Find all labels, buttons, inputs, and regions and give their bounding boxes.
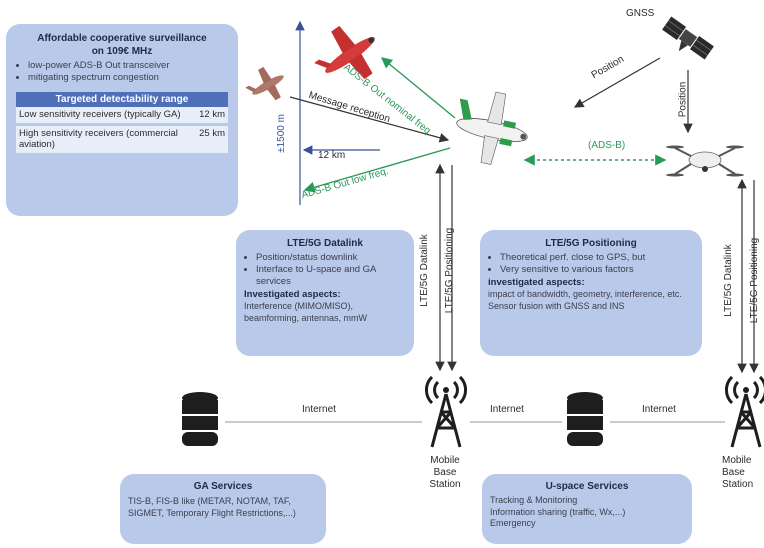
gnss-label: GNSS	[626, 8, 655, 19]
datalink-box: LTE/5G Datalink Position/status downlink…	[236, 230, 414, 356]
positioning-bullet: Very sensitive to various factors	[500, 264, 694, 276]
surveillance-bullet: low-power ADS-B Out transceiver	[28, 60, 228, 72]
brown-airplane-icon	[245, 66, 284, 101]
internet-label-2: Internet	[490, 404, 524, 415]
antenna-tower-icon-1	[425, 375, 467, 448]
lte-positioning-label-1: LTE/5G Positioning	[444, 227, 456, 314]
main-aircraft-icon	[456, 91, 528, 165]
datalink-aspects-title: Investigated aspects:	[244, 289, 341, 300]
datalink-bullet: Position/status downlink	[256, 252, 406, 264]
mobile-station-line: Base	[722, 467, 745, 478]
datalink-aspects-text: Interference (MIMO/MISO), beamforming, a…	[244, 301, 368, 323]
position-label-2: Position	[677, 81, 689, 118]
database-icon-uspace	[567, 392, 603, 446]
satellite-icon	[662, 16, 714, 60]
table-cell-label: Low sensitivity receivers (typically GA)	[16, 107, 197, 123]
adsb-nominal-arrow	[380, 57, 456, 119]
ga-services-text: TIS-B, FIS-B like (METAR, NOTAM, TAF, SI…	[128, 496, 296, 518]
datalink-title: LTE/5G Datalink	[287, 238, 363, 249]
mobile-station-label-2: Mobile Base Station	[722, 455, 762, 491]
surveillance-bullet: mitigating spectrum congestion	[28, 72, 228, 84]
adsb-label: (ADS-B)	[588, 140, 626, 151]
ga-services-title: GA Services	[193, 481, 253, 492]
positioning-title: LTE/5G Positioning	[545, 238, 637, 249]
lte-datalink-label-2: LTE/5G Datalink	[722, 244, 734, 317]
datalink-bullet: Interface to U-space and GA services	[256, 264, 406, 288]
uspace-services-title: U-space Services	[545, 481, 629, 492]
mobile-station-line: Base	[433, 467, 457, 478]
mobile-station-label-1: Mobile Base Station	[420, 455, 470, 491]
detectability-table: Targeted detectability range Low sensiti…	[16, 92, 228, 153]
surveillance-box: Affordable cooperative surveillance on 1…	[6, 24, 238, 216]
uspace-services-box: U-space Services Tracking & Monitoring I…	[482, 474, 692, 544]
positioning-aspects-title: investigated aspects:	[488, 277, 585, 288]
mobile-station-line: Station	[722, 479, 754, 490]
surveillance-title: Affordable cooperative surveillance on 1…	[37, 33, 207, 57]
antenna-tower-icon-2	[725, 375, 764, 448]
message-reception-arrow	[289, 96, 450, 143]
table-cell-label: High sensitivity receivers (commercial a…	[16, 125, 197, 153]
drone-icon	[666, 145, 744, 177]
adsb-low-arrow	[303, 147, 451, 193]
table-cell-value: 25 km	[196, 125, 228, 153]
table-cell-value: 12 km	[196, 107, 228, 123]
lte-datalink-label-1: LTE/5G Datalink	[418, 234, 430, 307]
positioning-aspects-text: impact of bandwidth, geometry, interfere…	[488, 289, 682, 311]
uspace-line: Information sharing (traffic, Wx,...)	[490, 506, 626, 517]
internet-label-1: Internet	[302, 404, 336, 415]
detectability-table-header: Targeted detectability range	[16, 92, 228, 107]
distance-label: 12 km	[318, 150, 346, 161]
lte-positioning-label-2: LTE/5G Positioning	[749, 237, 761, 324]
positioning-box: LTE/5G Positioning Theoretical perf. clo…	[480, 230, 702, 356]
table-row: High sensitivity receivers (commercial a…	[16, 125, 228, 153]
uspace-line: Tracking & Monitoring	[490, 495, 578, 505]
ga-services-box: GA Services TIS-B, FIS-B like (METAR, NO…	[120, 474, 326, 544]
mobile-station-line: Mobile	[722, 455, 752, 466]
mobile-station-line: Mobile	[430, 455, 460, 466]
database-icon-ga	[182, 392, 218, 446]
mobile-station-line: Station	[429, 479, 461, 490]
uspace-line: Emergency	[490, 518, 536, 528]
red-airplane-icon	[314, 25, 375, 80]
table-row: Low sensitivity receivers (typically GA)…	[16, 107, 228, 123]
gnss-position-arrow-1	[573, 57, 661, 108]
altitude-label: ±1500 m	[275, 114, 287, 153]
positioning-bullet: Theoretical perf. close to GPS, but	[500, 252, 694, 264]
internet-label-3: Internet	[642, 404, 676, 415]
